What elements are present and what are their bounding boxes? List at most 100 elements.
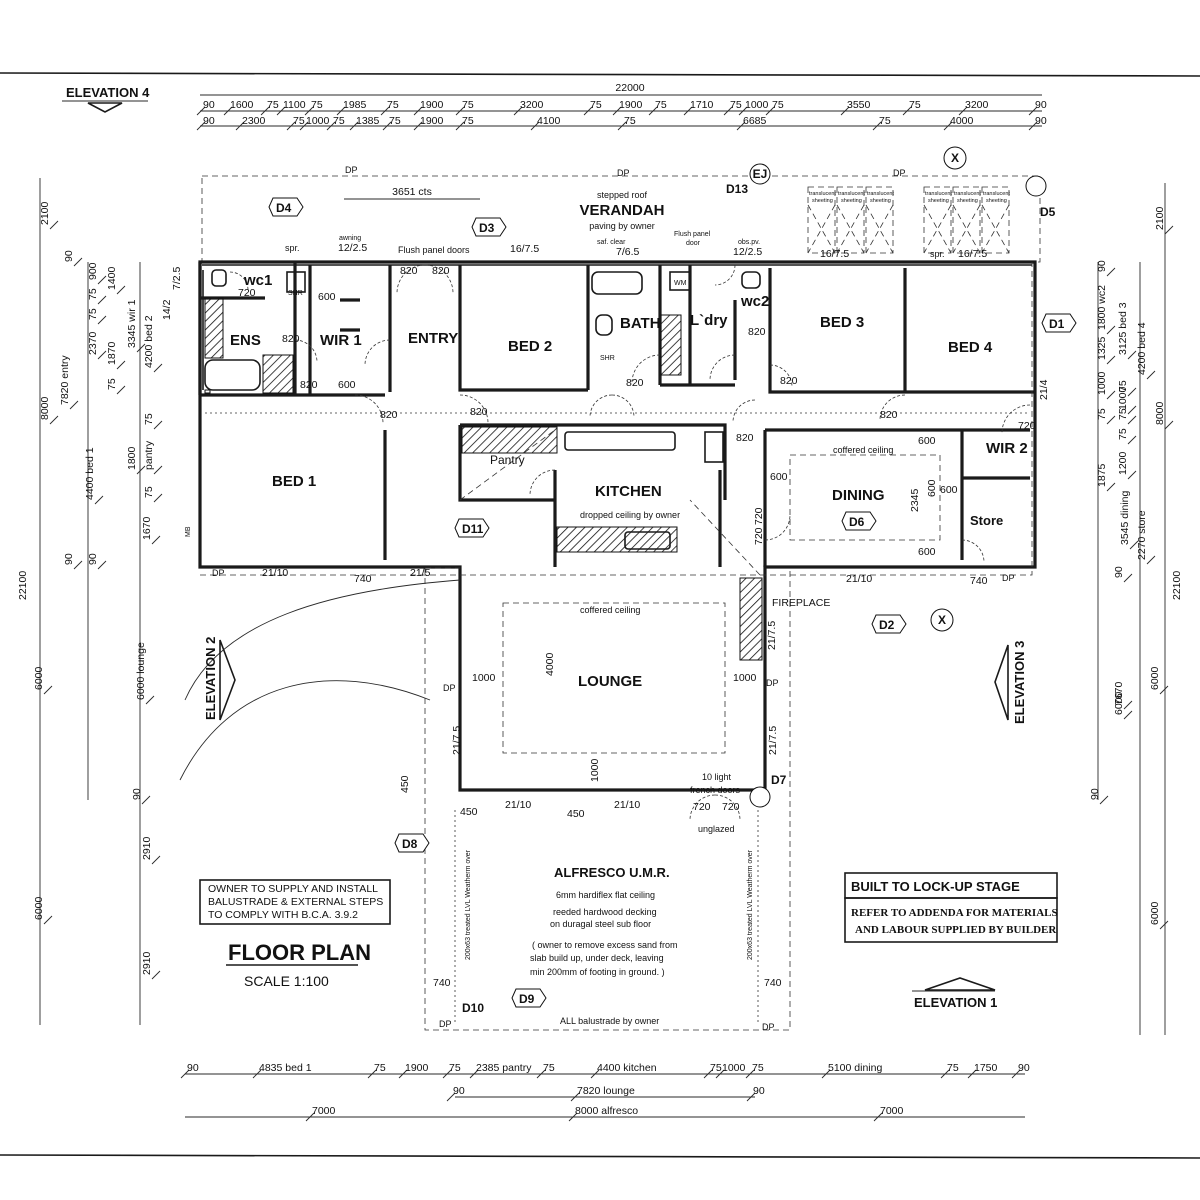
owner-note-line: OWNER TO SUPPLY AND INSTALL (208, 883, 378, 895)
top-dim-label: 1000 (306, 115, 330, 127)
shr-label: SHR (288, 290, 303, 297)
awning-note: awning (339, 235, 361, 242)
dp-label: DP (443, 683, 456, 693)
alfresco-note: on duragal steel sub floor (550, 919, 651, 929)
opening-dim: 740 (764, 977, 782, 989)
elevation-2-label: ELEVATION 2 (203, 637, 218, 720)
translucent-note: translucent (954, 191, 981, 197)
shr-label: SHR (600, 355, 615, 362)
top-dim-label: 1900 (420, 115, 444, 127)
builder-note-heading: BUILT TO LOCK-UP STAGE (851, 879, 1020, 894)
right-dim-label: 1000 (1096, 371, 1108, 395)
bottom-dim-label: 7820 lounge (577, 1085, 635, 1097)
alfresco-note: reeded hardwood decking (553, 907, 657, 917)
alfresco-note: 6mm hardiflex flat ceiling (556, 890, 655, 900)
left-dim-label: 2370 (87, 331, 99, 355)
opening-dim: 720 (753, 507, 765, 525)
bottom-dim-label: 90 (453, 1085, 465, 1097)
room-store: Store (970, 513, 1003, 528)
opening-dim: 600 (338, 379, 356, 391)
bottom-dim-label: 1750 (974, 1062, 998, 1074)
opening-dim: 740 (970, 575, 988, 587)
opening-dim: 1000 (472, 672, 496, 684)
dim-overall-right: 22100 (1171, 571, 1183, 600)
svg-text:D3: D3 (479, 221, 495, 235)
right-dim-label: 1800 wc2 (1096, 285, 1108, 330)
spr-note: spr. (930, 249, 945, 259)
spr-note: spr. (285, 243, 300, 253)
right-dim-label: 3125 bed 3 (1117, 302, 1129, 355)
svg-text:D11: D11 (462, 522, 484, 536)
room-lounge: LOUNGE (578, 673, 642, 690)
right-dim-label: 75 (1117, 428, 1129, 440)
bottom-dim-label: 75 (752, 1062, 764, 1074)
dp-label: DP (345, 165, 358, 175)
bottom-dim-label: 75 (947, 1062, 959, 1074)
top-dim-label: 1385 (356, 115, 380, 127)
builder-note-line: AND LABOUR SUPPLIED BY BUILDER (855, 924, 1057, 936)
obs-pv-note: obs.pv. (738, 239, 760, 246)
top-dim-label: 2300 (242, 115, 266, 127)
window-size: 21/5 (410, 567, 431, 579)
top-dim-label: 90 (203, 115, 215, 127)
bottom-dim-label: 75 (543, 1062, 555, 1074)
top-dim-label: 1600 (230, 99, 254, 111)
dp-label: DP (212, 568, 225, 578)
translucent-note: translucent (983, 191, 1010, 197)
opening-dim: 1000 (589, 758, 601, 782)
owner-note-box: OWNER TO SUPPLY AND INSTALL BALUSTRADE &… (199, 879, 391, 925)
top-dim-label: 75 (655, 99, 667, 111)
top-dim-label: 4000 (950, 115, 974, 127)
top-dim-label: 1985 (343, 99, 367, 111)
tag-d5: D5 (1040, 205, 1056, 219)
fixtures (204, 269, 761, 550)
window-size: 21/4 (1038, 379, 1050, 400)
left-dim-label: 7820 entry (59, 355, 71, 405)
tag-ej: EJ (749, 163, 771, 185)
room-bed4: BED 4 (948, 339, 993, 356)
opening-dim: 600 (926, 479, 938, 497)
top-dim-label: 3200 (965, 99, 989, 111)
room-wc1: wc1 (243, 272, 272, 289)
opening-dim: 720 (1018, 420, 1036, 432)
window-size: 21/10 (614, 799, 640, 811)
bottom-dim-label: 7000 (312, 1105, 336, 1117)
french-doors-note: french doors (690, 785, 741, 795)
window-size: 21/10 (262, 567, 288, 579)
opening-dim: 2345 (909, 488, 921, 512)
translucent-note: translucent (809, 191, 836, 197)
top-dim-label: 1900 (619, 99, 643, 111)
owner-note-line: BALUSTRADE & EXTERNAL STEPS (208, 896, 383, 908)
sheeting-note: sheeting (986, 198, 1007, 204)
window-size: 14/2 (161, 299, 173, 320)
left-dim-label: 90 (63, 250, 75, 262)
opening-dim: 1000 (733, 672, 757, 684)
room-bed2: BED 2 (508, 338, 552, 355)
window-size: 16/7.5 (510, 243, 539, 255)
opening-dim: 720 (722, 801, 740, 813)
tag-d6: D6 (841, 511, 877, 531)
dp-label: DP (762, 1022, 775, 1032)
left-dim-label: 90 (131, 788, 143, 800)
top-dim-label: 75 (267, 99, 279, 111)
left-dim-label: 8000 (39, 396, 51, 420)
window-size: 16/7.5 (958, 248, 987, 260)
svg-text:EJ: EJ (753, 167, 768, 181)
window-size: 21/7.5 (766, 621, 778, 650)
opening-dim: 450 (460, 806, 478, 818)
saf-size: 7/6.5 (616, 246, 640, 258)
room-alfresco: ALFRESCO U.M.R. (554, 865, 670, 880)
sheeting-note: sheeting (841, 198, 862, 204)
left-dim-label: 6000 (33, 666, 45, 690)
translucent-sheeting-bays: translucentsheetingtranslucentsheetingtr… (807, 186, 1010, 254)
floor-plan-title: FLOOR PLAN SCALE 1:100 (226, 940, 371, 989)
left-dim-label: 6000 (33, 896, 45, 920)
opening-dim: 4000 (544, 652, 556, 676)
balustrade-note: ALL balustrade by owner (560, 1016, 659, 1026)
window-size: 21/10 (846, 573, 872, 585)
elevation-markers: ELEVATION 4 ELEVATION 2 ELEVATION 3 ELEV… (62, 85, 1027, 1010)
door-note: door (686, 240, 701, 247)
top-dim-label: 75 (909, 99, 921, 111)
top-dim-label: 75 (730, 99, 742, 111)
